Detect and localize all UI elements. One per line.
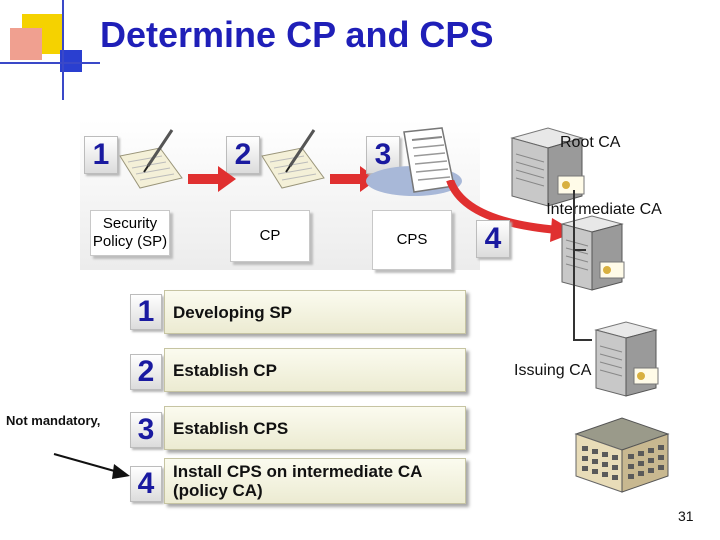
step-3-number: 3 (366, 136, 400, 174)
step-1-number: 1 (84, 136, 118, 174)
not-mandatory-note: Not mandatory, (6, 413, 101, 428)
decorative-line-horizontal (0, 62, 100, 64)
arrow-icon (53, 453, 130, 479)
cps-label: CPS (372, 210, 452, 270)
page-title: Determine CP and CPS (100, 14, 494, 55)
row-4-bar: Install CPS on intermediate CA (policy C… (164, 458, 466, 504)
step-4-number: 4 (476, 220, 510, 258)
building-icon (574, 417, 670, 493)
security-policy-label: Security Policy (SP) (90, 210, 170, 256)
step-2-number: 2 (226, 136, 260, 174)
row-2-number: 2 (130, 354, 162, 390)
root-ca-label: Root CA (560, 134, 621, 151)
row-2-bar: Establish CP (164, 348, 466, 392)
row-1-bar: Developing SP (164, 290, 466, 334)
certificate-document-icon (403, 127, 455, 193)
decorative-square-blue (60, 50, 82, 72)
row-4-number: 4 (130, 466, 162, 502)
connector-line (573, 190, 592, 341)
document-pen-icon (119, 129, 183, 189)
issuing-ca-label: Issuing CA (514, 362, 592, 379)
page-number: 31 (678, 508, 694, 524)
row-3-bar: Establish CPS (164, 406, 466, 450)
intermediate-ca-server-icon (560, 215, 625, 291)
document-pen-icon (261, 129, 325, 189)
arrow-right-icon (188, 166, 236, 192)
row-1-number: 1 (130, 294, 162, 330)
decorative-line-vertical (62, 0, 64, 100)
root-ca-server-icon (510, 127, 585, 207)
decorative-square-red (10, 28, 42, 60)
issuing-ca-server-icon (594, 321, 659, 397)
row-3-number: 3 (130, 412, 162, 448)
cp-label: CP (230, 210, 310, 262)
intermediate-ca-label: Intermediate CA (546, 201, 662, 218)
